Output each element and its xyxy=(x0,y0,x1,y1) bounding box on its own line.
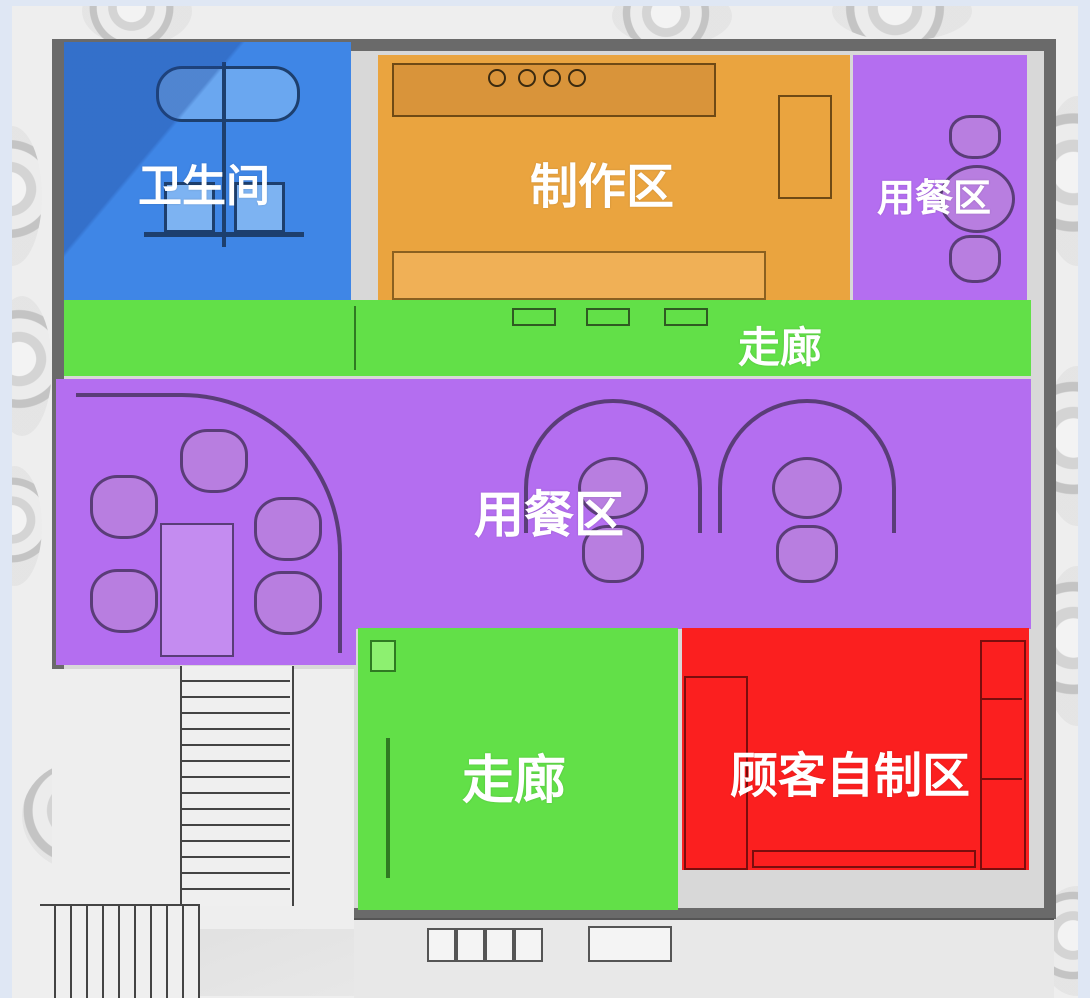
stair-tread xyxy=(182,792,290,794)
zone-corridor-bottom: 走廊 xyxy=(358,628,678,910)
stair-tread xyxy=(182,808,290,810)
partition-wall xyxy=(222,62,226,247)
bar-stool-2 xyxy=(586,308,630,326)
staircase xyxy=(180,666,294,906)
label-dining-main: 用餐区 xyxy=(474,486,624,544)
bench-4 xyxy=(514,928,543,962)
restroom-shade xyxy=(64,42,351,300)
stove-2 xyxy=(518,69,536,87)
toilet-right xyxy=(234,182,285,233)
chair-l5 xyxy=(254,571,322,635)
chair-l4 xyxy=(90,569,158,633)
stove-4 xyxy=(568,69,586,87)
stove-3 xyxy=(543,69,561,87)
toilet-left xyxy=(164,182,215,233)
corridor-wall xyxy=(386,738,390,878)
table-booth-1 xyxy=(578,457,648,519)
stair-tread xyxy=(182,712,290,714)
table-left xyxy=(160,523,234,657)
shelf-right xyxy=(980,640,1026,870)
stair-tread xyxy=(182,856,290,858)
table-small xyxy=(939,165,1015,233)
chair-small-2 xyxy=(949,235,1001,283)
zone-dining-main: 用餐区 xyxy=(356,379,1031,629)
bar-stool-1 xyxy=(512,308,556,326)
bench-1 xyxy=(427,928,456,962)
stair-tread xyxy=(182,824,290,826)
prep-counter xyxy=(392,251,766,300)
planter xyxy=(588,926,672,962)
chair-booth-2 xyxy=(776,525,838,583)
stair-tread xyxy=(182,888,290,890)
stair-tread xyxy=(182,840,290,842)
ramp-lower xyxy=(40,904,200,998)
counter-left xyxy=(684,676,748,870)
zone-restroom: 卫生间 xyxy=(64,42,351,300)
stove-1 xyxy=(488,69,506,87)
counter-bottom xyxy=(752,850,976,868)
zone-self-service: 顾客自制区 xyxy=(682,628,1029,870)
zone-dining-left xyxy=(56,379,356,665)
stair-tread xyxy=(182,872,290,874)
zone-dining-small: 用餐区 xyxy=(853,55,1027,302)
label-kitchen: 制作区 xyxy=(530,159,675,215)
stair-tread xyxy=(182,680,290,682)
zone-kitchen: 制作区 xyxy=(378,55,850,302)
stair-tread xyxy=(182,776,290,778)
shelf-line-2 xyxy=(980,778,1022,780)
chair-booth-1 xyxy=(582,525,644,583)
label-corridor-top: 走廊 xyxy=(738,323,823,372)
label-self-service: 顾客自制区 xyxy=(730,748,971,804)
bench-2 xyxy=(456,928,485,962)
tree-left-1 xyxy=(12,126,42,266)
label-restroom: 卫生间 xyxy=(138,161,270,212)
bench-3 xyxy=(485,928,514,962)
shelf-line-1 xyxy=(980,698,1022,700)
stair-tread xyxy=(182,696,290,698)
label-corridor-bottom: 走廊 xyxy=(462,751,567,811)
stair-tread xyxy=(182,744,290,746)
door-square xyxy=(370,640,396,672)
chair-l1 xyxy=(180,429,248,493)
tree-left-3 xyxy=(12,466,42,586)
label-dining-small: 用餐区 xyxy=(877,176,992,220)
bar-stool-3 xyxy=(664,308,708,326)
stair-tread xyxy=(182,728,290,730)
cabinet-right xyxy=(778,95,832,199)
tree-top-right xyxy=(832,6,972,41)
table-booth-2 xyxy=(772,457,842,519)
corridor-notch xyxy=(358,878,398,910)
chair-l2 xyxy=(90,475,158,539)
chair-small-1 xyxy=(949,115,1001,159)
shower-stall xyxy=(156,66,300,122)
zone-corridor-top: 走廊 xyxy=(64,300,1031,376)
stair-tread xyxy=(182,760,290,762)
floor-plan: 卫生间 制作区 用餐区 走廊 xyxy=(12,6,1078,998)
counter-line xyxy=(144,232,304,237)
tree-left-2 xyxy=(12,296,52,436)
corridor-divider xyxy=(354,306,356,370)
chair-l3 xyxy=(254,497,322,561)
